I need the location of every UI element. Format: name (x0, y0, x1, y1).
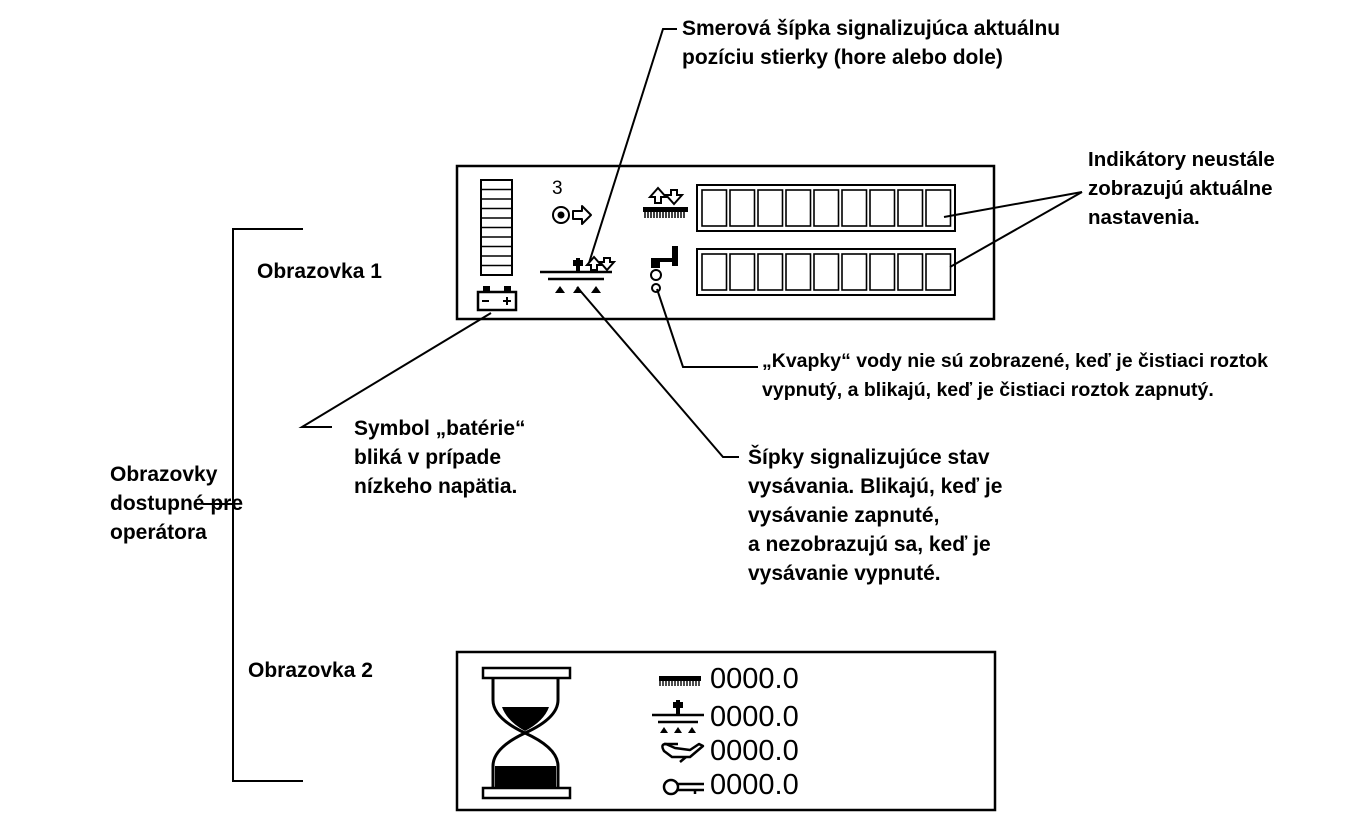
indicator-row-solution (696, 248, 956, 296)
brush-icon (659, 676, 701, 686)
indicator-segment (757, 253, 784, 291)
indicator-segment (897, 189, 924, 227)
label-vacuum-arrows: Šípky signalizujúce stav vysávania. Blik… (748, 446, 1003, 585)
indicator-segment (869, 189, 896, 227)
leader-wiper-arrow (588, 28, 677, 264)
indicator-segment (729, 189, 756, 227)
indicator-segment (785, 253, 812, 291)
indicator-segment (841, 189, 868, 227)
indicator-segment (757, 189, 784, 227)
leader-lines (203, 28, 1083, 782)
leader-drops (656, 288, 758, 368)
indicator-row-frame (696, 248, 956, 296)
label-wiper-arrow: Smerová šípka signalizujúca aktuálnu poz… (682, 17, 1061, 69)
target-arrow-icon (552, 205, 592, 225)
label-drops: „Kvapky“ vody nie sú zobrazené, keď je č… (762, 350, 1269, 401)
leader-battery (298, 312, 492, 428)
solution-tap-icon (650, 246, 678, 293)
indicator-segment (813, 253, 840, 291)
oil-can-icon (661, 742, 705, 763)
squeegee-icon (540, 255, 617, 293)
indicator-segment (897, 253, 924, 291)
battery-icon (476, 286, 518, 312)
label-screen1: Obrazovka 1 (257, 260, 382, 283)
brush-updown-icon (643, 186, 688, 218)
indicator-segment (869, 253, 896, 291)
indicator-segment (925, 253, 952, 291)
screen2-value-brush: 0000.0 (710, 663, 799, 695)
key-icon (662, 778, 704, 796)
indicator-segment (785, 189, 812, 227)
squeegee-small-icon (652, 700, 704, 733)
label-battery: Symbol „batérie“ bliká v prípade nízkeho… (354, 417, 526, 498)
screen1-display (455, 164, 996, 321)
label-screen2: Obrazovka 2 (248, 659, 373, 682)
screen2-value-squeegee: 0000.0 (710, 701, 799, 733)
mode-number: 3 (552, 178, 563, 199)
indicator-row-frame (696, 184, 956, 232)
leader-indicators-1 (943, 191, 1083, 218)
screen2-value-oil: 0000.0 (710, 735, 799, 767)
indicator-segment (813, 189, 840, 227)
indicator-segment (701, 189, 728, 227)
label-operator-screens: Obrazovky dostupné pre operátora (110, 463, 244, 544)
indicator-segment (925, 189, 952, 227)
screen2-value-key: 0000.0 (710, 769, 799, 801)
indicator-segment (729, 253, 756, 291)
hourglass-icon (481, 666, 572, 800)
leader-indicators-2 (949, 191, 1083, 268)
label-indicators: Indikátory neustále zobrazujú aktuálne n… (1088, 148, 1275, 229)
indicator-row-brush (696, 184, 956, 232)
leader-vacuum (576, 286, 739, 458)
bracket-operator-screens (232, 228, 303, 782)
battery-level-icon (480, 179, 513, 276)
screen2-display (455, 650, 997, 812)
indicator-segment (701, 253, 728, 291)
indicator-segment (841, 253, 868, 291)
